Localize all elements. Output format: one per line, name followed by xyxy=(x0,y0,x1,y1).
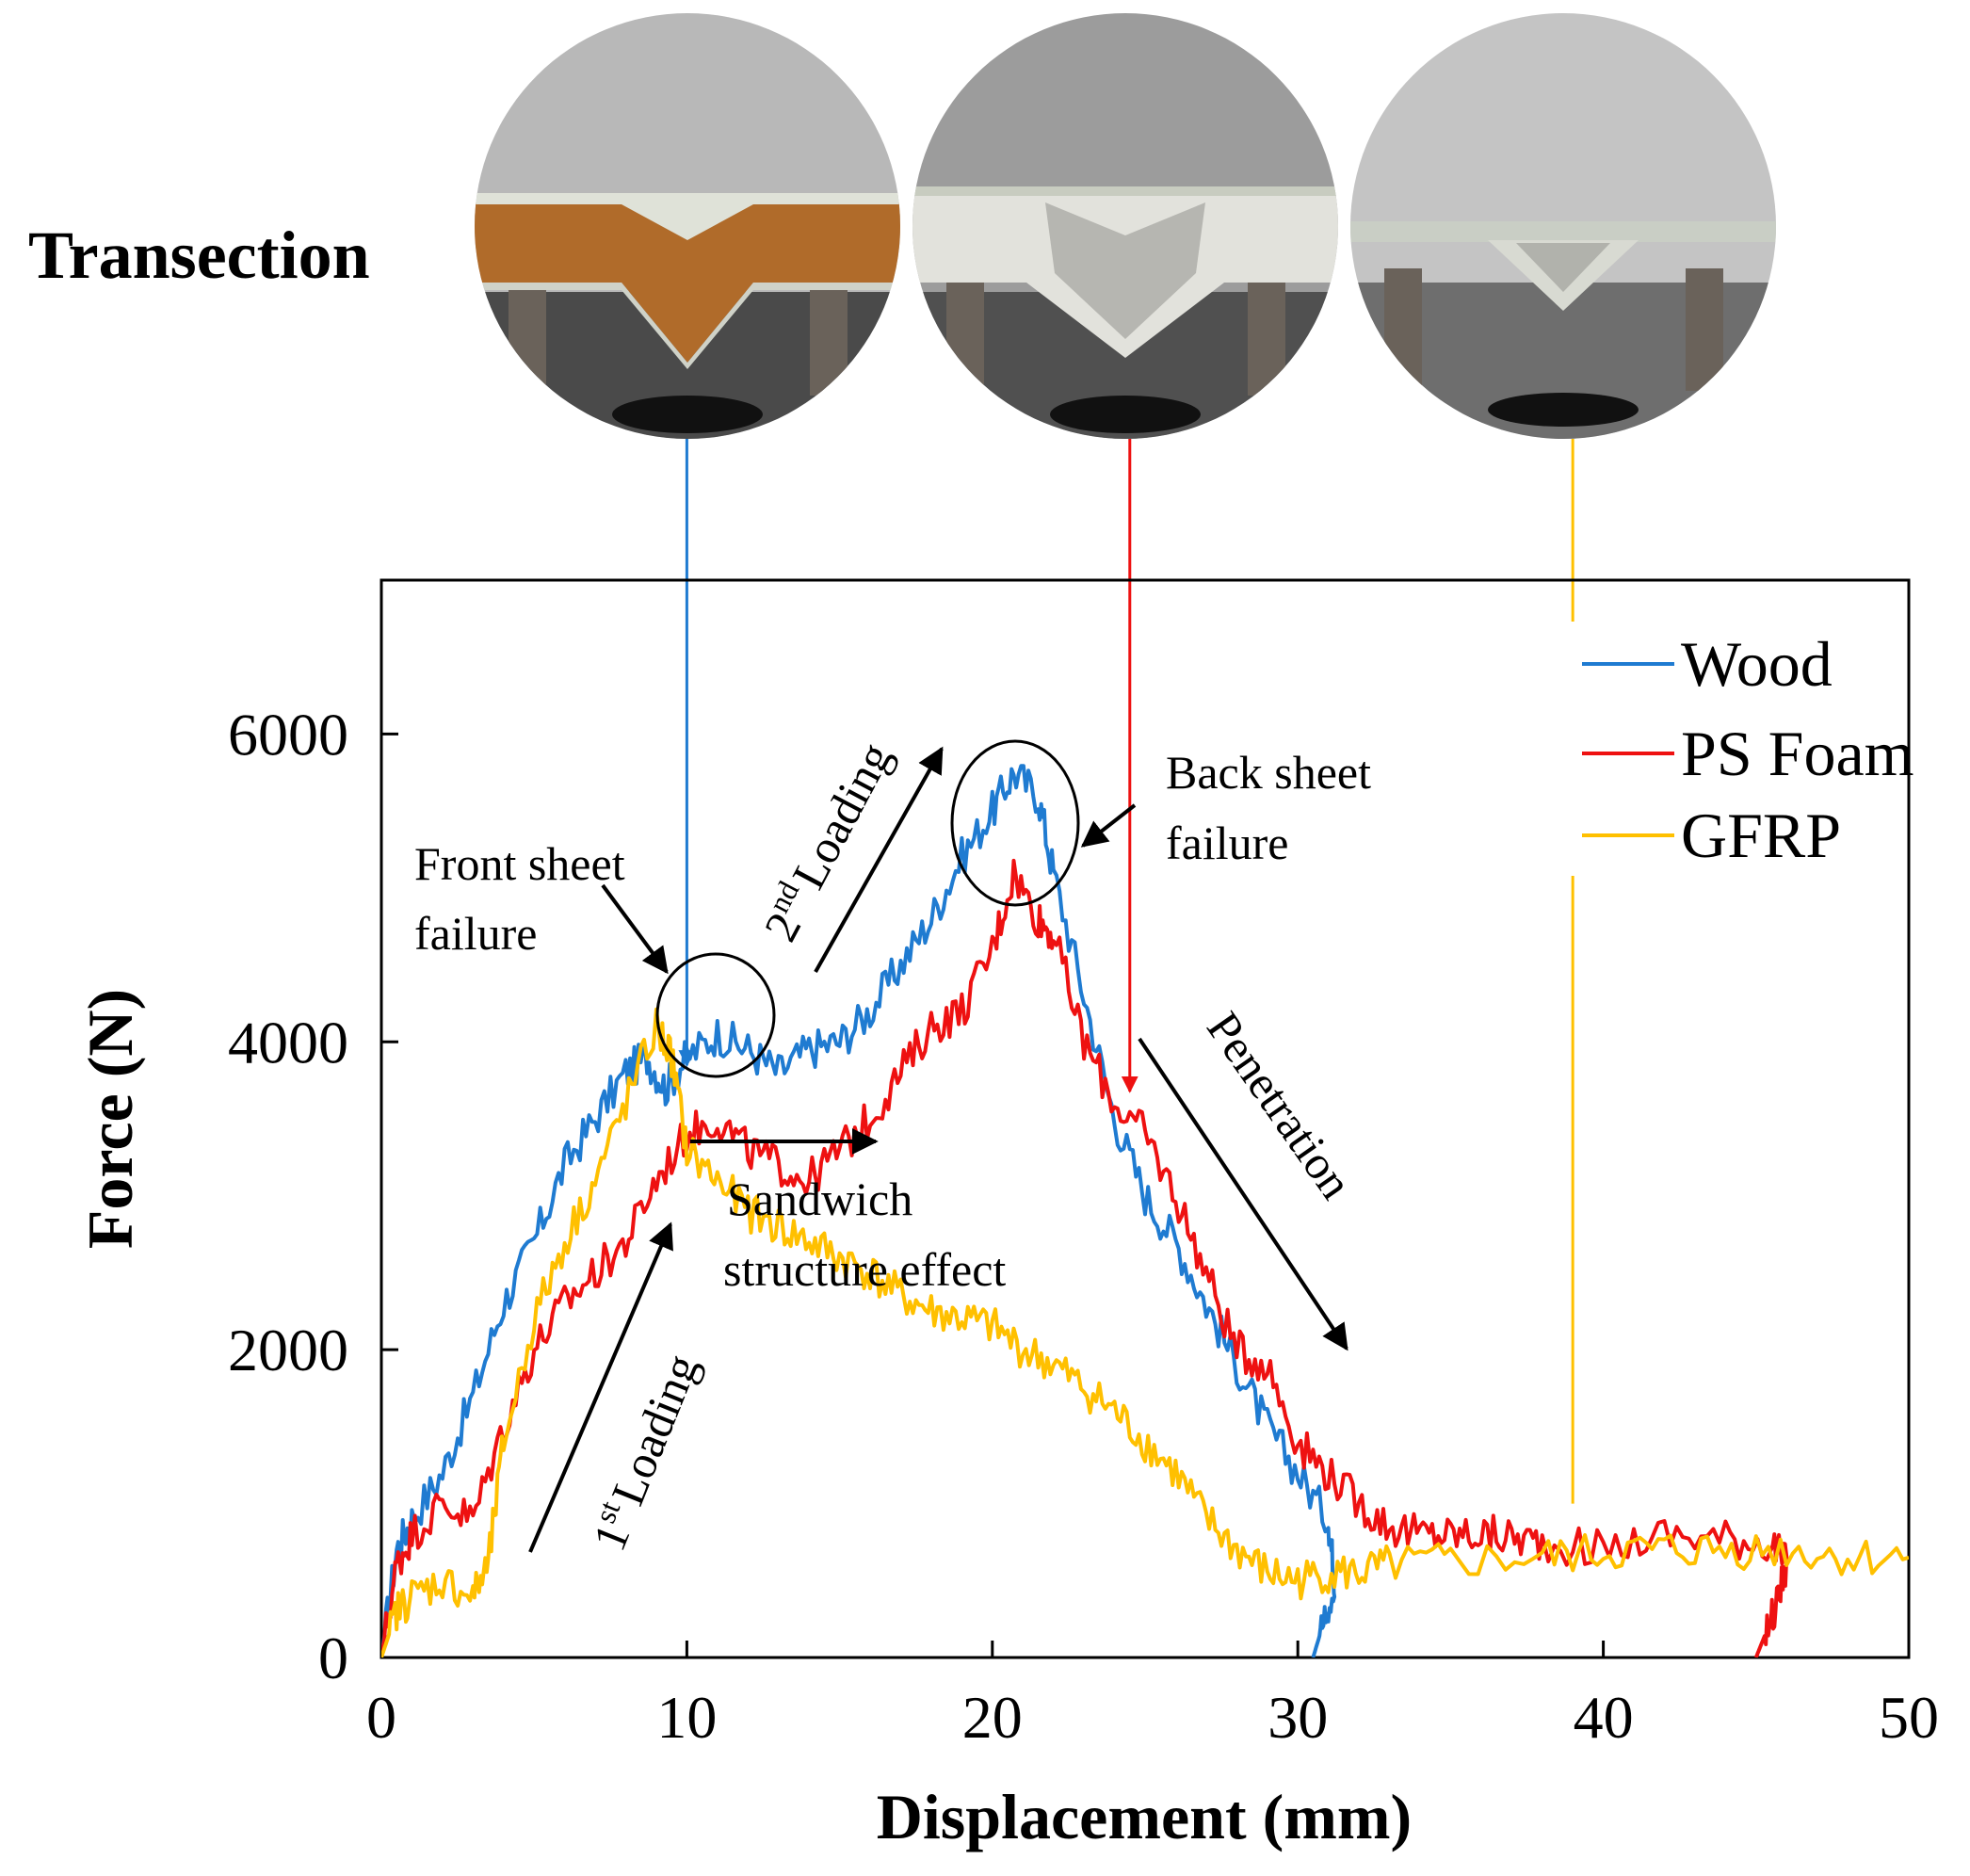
series-line-wood xyxy=(381,764,1337,1658)
back-sheet-label-line1: Back sheet xyxy=(1166,746,1371,799)
x-tick-label: 50 xyxy=(1879,1684,1939,1751)
transection-label: Transection xyxy=(28,218,370,293)
y-tick-label: 0 xyxy=(318,1625,348,1691)
legend: Wood PS Foam GFRP xyxy=(1568,622,1914,876)
x-tick-label: 0 xyxy=(366,1684,396,1751)
first-loading-arrow xyxy=(528,1221,673,1553)
core-gfrp xyxy=(1350,221,1776,242)
photo-connectors xyxy=(678,439,1574,1504)
x-axis: 0 10 20 30 40 50 xyxy=(366,1641,1939,1751)
penetration-label: Penetration xyxy=(1197,1002,1363,1208)
y-tick-label: 6000 xyxy=(228,701,348,768)
y-tick-label: 4000 xyxy=(228,1009,348,1075)
back-sheet-arrow xyxy=(1080,803,1137,848)
series-layer xyxy=(381,764,1909,1658)
svg-text:2ndLoading: 2ndLoading xyxy=(751,732,902,949)
photo-wood xyxy=(475,13,900,439)
photo-ps-foam xyxy=(912,13,1338,439)
legend-label-wood: Wood xyxy=(1681,628,1833,700)
x-tick-label: 40 xyxy=(1574,1684,1634,1751)
second-loading-label: 2ndLoading xyxy=(751,732,902,949)
front-sheet-label-line1: Front sheet xyxy=(414,837,625,890)
first-loading-word: Loading xyxy=(601,1347,708,1512)
front-sheet-arrow xyxy=(601,883,669,975)
y-axis-title: Force (N) xyxy=(74,989,146,1249)
legend-label-gfrp: GFRP xyxy=(1681,800,1841,871)
photo-gfrp xyxy=(1350,13,1776,439)
legend-label-ps-foam: PS Foam xyxy=(1681,718,1914,789)
y-tick-label: 2000 xyxy=(228,1317,348,1383)
series-line-gfrp xyxy=(381,1007,1909,1658)
series-line-ps-foam xyxy=(381,858,1789,1658)
y-axis: 0 2000 4000 6000 xyxy=(228,701,398,1691)
penetration-arrow xyxy=(1138,1037,1348,1351)
sandwich-label-line2: structure effect xyxy=(723,1243,1006,1296)
front-sheet-label-line2: failure xyxy=(414,907,537,960)
penetration-text: Penetration xyxy=(1197,1002,1363,1208)
second-loading-arrow xyxy=(814,746,944,973)
plot-frame xyxy=(379,578,1911,1659)
x-tick-label: 30 xyxy=(1268,1684,1328,1751)
x-axis-title: Displacement (mm) xyxy=(877,1781,1412,1852)
x-tick-label: 20 xyxy=(962,1684,1023,1751)
second-loading-word: Loading xyxy=(782,734,902,897)
x-tick-label: 10 xyxy=(656,1684,717,1751)
svg-text:1stLoading: 1stLoading xyxy=(579,1346,709,1559)
core-wood xyxy=(475,202,900,363)
front-sheet-failure-circle xyxy=(655,952,776,1078)
first-loading-label: 1stLoading xyxy=(579,1346,709,1559)
sandwich-label-line1: Sandwich xyxy=(727,1172,912,1225)
back-sheet-failure-circle xyxy=(950,739,1080,907)
back-sheet-label-line2: failure xyxy=(1166,817,1288,869)
